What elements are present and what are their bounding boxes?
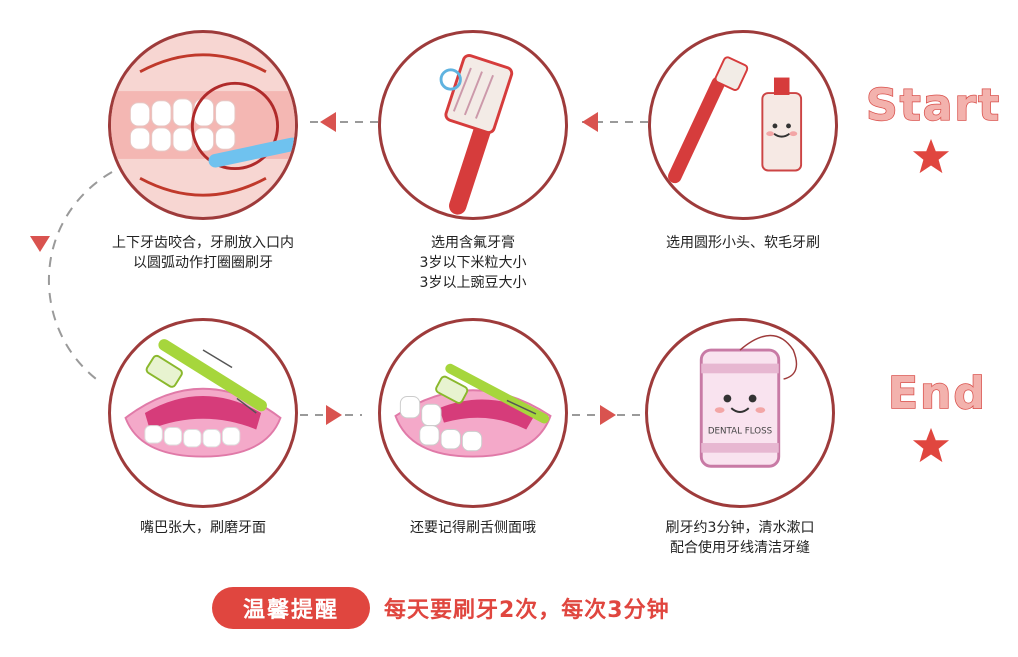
step1-caption: 选用圆形小头、软毛牙刷 <box>666 235 820 251</box>
arrow-right-icon <box>600 405 616 425</box>
arrow-right-icon <box>326 405 342 425</box>
toothpaste-tube-icon <box>761 77 803 172</box>
motion-arrow-icon <box>506 399 537 415</box>
star-icon <box>912 138 950 174</box>
step4-illustration <box>108 318 298 508</box>
toothbrush-icon <box>208 137 295 168</box>
tip-text: 每天要刷牙2次，每次3分钟 <box>384 598 670 623</box>
arrow-left-icon <box>582 112 598 132</box>
start-label: Start <box>865 79 1002 132</box>
arrow-down-icon <box>30 236 50 252</box>
arrow-left-icon <box>320 112 336 132</box>
step1-illustration <box>648 30 838 220</box>
step2-caption: 选用含氟牙膏 3岁以下米粒大小 3岁以上豌豆大小 <box>419 235 527 291</box>
step3-illustration <box>108 30 298 220</box>
motion-arrow-icon <box>236 397 257 414</box>
circle-motion-icon <box>190 81 280 171</box>
floss-box-label: DENTAL FLOSS <box>708 426 773 436</box>
teeth-icon <box>144 425 241 448</box>
star-icon <box>912 427 950 463</box>
tip-badge: 温馨提醒 <box>212 587 370 629</box>
motion-arc-icon <box>139 53 267 74</box>
step3-caption: 上下牙齿咬合，牙刷放入口内 以圆弧动作打圈圈刷牙 <box>112 235 294 271</box>
paste-dot-icon <box>439 68 462 91</box>
teeth-icon <box>129 98 236 152</box>
floss-thread-icon <box>739 334 798 380</box>
toothbrush-icon <box>668 56 749 184</box>
step6-caption: 刷牙约3分钟，清水漱口 配合使用牙线清洁牙缝 <box>665 520 815 556</box>
step4-caption: 嘴巴张大，刷磨牙面 <box>140 520 266 536</box>
motion-arrow-icon <box>202 349 233 369</box>
motion-arc-icon <box>139 176 267 197</box>
toothbrush-icon <box>145 339 267 412</box>
step6-illustration: DENTAL FLOSS <box>645 318 835 508</box>
teeth-icon <box>399 396 483 452</box>
end-label: End <box>887 367 987 420</box>
step5-illustration <box>378 318 568 508</box>
step2-illustration <box>378 30 568 220</box>
toothbrush-icon <box>444 54 514 215</box>
step5-caption: 还要记得刷舌侧面哦 <box>410 520 536 536</box>
dental-floss-box-icon: DENTAL FLOSS <box>699 348 781 468</box>
